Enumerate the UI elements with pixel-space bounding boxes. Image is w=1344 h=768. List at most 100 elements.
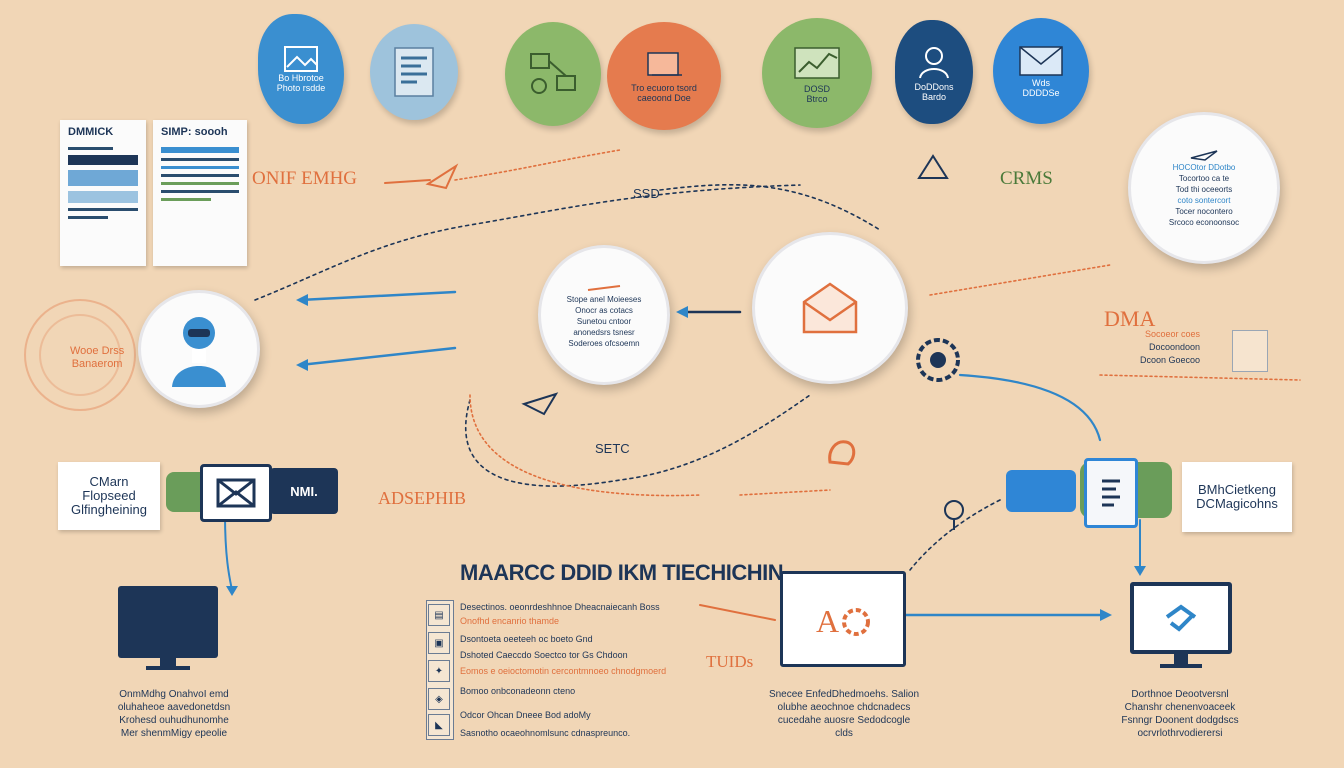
- left-monitor-base: [146, 666, 190, 670]
- top-icon-3[interactable]: [505, 22, 601, 126]
- doc-card-2-bar: [161, 198, 211, 201]
- center-monitor-screen: A: [780, 571, 906, 667]
- right-mid-line-1: Socoeor coes: [1145, 329, 1201, 339]
- bottom-left-text: OnmMdhg OnahvoI emd oluhaheoe aavedonetd…: [94, 688, 254, 740]
- right-monitor[interactable]: [1130, 582, 1232, 670]
- top-icon-4[interactable]: Tro ecuoro tsord caeoond Doe: [607, 22, 721, 130]
- doc-card-1-bar: [68, 191, 138, 203]
- list-item-6: Bomoo onbconadeonn cteno: [460, 686, 576, 696]
- top-icon-7[interactable]: Wds DDDDSe: [993, 18, 1089, 124]
- bottom-right-line-2: Chanshr chenenvoaceek: [1124, 702, 1236, 713]
- wire-orange-left: [384, 179, 431, 184]
- bottom-center-line-1: Snecee EnfedDhedmoehs. Salion: [768, 689, 920, 700]
- center-text-badge[interactable]: Stope anel Moieeses Onocr as cotacs Sune…: [538, 245, 670, 385]
- right-monitor-screen: [1130, 582, 1232, 654]
- bottom-left-line-1: OnmMdhg OnahvoI emd: [119, 689, 229, 700]
- right-mid-label: Socoeor coes Docoondoon Dcoon Goecoo: [1140, 328, 1200, 367]
- right-box-line-2: DCMagicohns: [1196, 496, 1278, 511]
- right-box-line-1: BMhCietkeng: [1197, 482, 1277, 497]
- flow-label-bottom-center: TUIDs: [706, 652, 754, 671]
- doc-card-2-bar: [161, 166, 239, 169]
- top-icon-7-caption-1: Wds: [1032, 78, 1050, 88]
- right-monitor-stand: [1174, 654, 1188, 664]
- center-badge-line-3: Sunetou cntoor: [576, 316, 632, 326]
- paperplane-icon: [1190, 150, 1218, 161]
- hand-icon: [828, 440, 856, 466]
- plane-icon-left: [425, 163, 459, 190]
- list-item-2: Onofhd encanrio thamde: [460, 616, 560, 626]
- doc-card-2-bar: [161, 147, 239, 153]
- left-info-box[interactable]: CMarn Flopseed Glfingheining: [58, 462, 160, 530]
- arrow-triangle-icon: [917, 154, 949, 179]
- list-item-5: Eomos e oeioctomotin cercontmnoeo chnodg…: [460, 666, 667, 676]
- wire-top-curve: [254, 184, 801, 301]
- top-icon-4-caption-1: Tro ecuoro tsord: [631, 83, 697, 93]
- list-icon-2: ▣: [428, 632, 450, 654]
- center-badge-line-4: anonedsrs tsnesr: [573, 327, 635, 337]
- top-icon-1-caption-1: Bo Hbrotoe: [278, 73, 324, 83]
- top-icon-1-caption-2: Photo rsdde: [276, 83, 326, 93]
- doc-card-1-bar: [68, 216, 108, 219]
- left-monitor-screen: [118, 586, 218, 658]
- mail-icon: [216, 478, 256, 508]
- right-text-badge[interactable]: HOCOtor DDotbo Tocortoo ca te Tod thi oc…: [1128, 112, 1280, 264]
- wire-left-down: [224, 514, 233, 591]
- left-monitor[interactable]: [118, 586, 218, 672]
- right-blue-pill[interactable]: [1006, 470, 1076, 512]
- doc-card-2-title: SIMP: soooh: [161, 126, 228, 138]
- flow-label-bottom-left: ADSEPHIB: [378, 488, 467, 508]
- bottom-right-line-1: Dorthnoe Deootversnl: [1131, 689, 1229, 700]
- right-badge-line-1: HOCOtor DDotbo: [1172, 163, 1236, 172]
- list-item-7: Odcor Ohcan Dneee Bod adoMy: [460, 710, 591, 720]
- person-label: Wooe Drss Banaerom: [70, 345, 124, 371]
- bottom-left-line-2: oluhaheoe aavedonetdsn: [117, 702, 231, 713]
- right-badge-line-2: Tocortoo ca te: [1178, 174, 1230, 183]
- right-monitor-base: [1160, 664, 1202, 668]
- top-icon-5-caption-1: DOSD: [803, 84, 830, 94]
- envelope-icon: [1019, 46, 1063, 76]
- doc-card-1-bar: [68, 208, 138, 211]
- right-badge-line-3: Tod thi oceeorts: [1175, 185, 1233, 194]
- left-box-line-3: Glfingheining: [71, 502, 147, 517]
- left-box-line-2: Flopseed: [82, 488, 136, 503]
- doc-card-2-bar: [161, 182, 239, 185]
- top-icon-5[interactable]: DOSD Btrco: [762, 18, 872, 128]
- wire-right-orange: [929, 264, 1111, 296]
- envelope-tag-text: NMI.: [290, 483, 318, 499]
- top-icon-7-caption-2: DDDDSe: [1022, 88, 1060, 98]
- envelope-badge[interactable]: [752, 232, 908, 384]
- bottom-center-text: Snecee EnfedDhedmoehs. Salion olubhe aeo…: [766, 688, 922, 740]
- left-box-line-1: CMarn: [89, 474, 129, 489]
- doc-card-1-bar: [68, 155, 138, 165]
- pencil-icon: [587, 284, 621, 291]
- doc-card-2[interactable]: SIMP: soooh: [153, 120, 247, 266]
- doc-card-1-bar: [68, 170, 138, 186]
- wire-right-orange-2: [1099, 374, 1301, 381]
- doc-card-1-bar: [68, 147, 113, 150]
- right-info-box[interactable]: BMhCietkeng DCMagicohns: [1182, 462, 1292, 532]
- bottom-left-line-3: Krohesd ouhudhunomhe: [119, 715, 229, 726]
- person-label-line-1: Wooe Drss: [70, 345, 125, 357]
- list-item-1: Desectinos. oeonrdeshhnoe Dheacnaiecanh …: [460, 602, 660, 612]
- center-monitor[interactable]: A: [780, 571, 906, 671]
- bottom-center-line-2: olubhe aeochnoe chdcnadecs: [777, 702, 911, 713]
- person-badge[interactable]: [138, 290, 260, 408]
- right-badge-line-4: coto sontercort: [1177, 196, 1231, 205]
- bottom-left-line-4: Mer shenmMigy epeolie: [120, 728, 228, 739]
- list-icon-1: ▤: [428, 604, 450, 626]
- bottom-list: ▤ ▣ ✦ ◈ ◣ Desectinos. oeonrdeshhnoe Dhea…: [426, 600, 696, 740]
- top-icon-4-caption-2: caeoond Doe: [637, 93, 691, 103]
- network-icon: [530, 53, 576, 94]
- top-icon-1[interactable]: Bo Hbrotoe Photo rsdde: [258, 14, 344, 124]
- main-title: MAARCC DDID IKM TIECHICHIN: [460, 560, 784, 585]
- left-envelope-pill[interactable]: [200, 464, 272, 522]
- top-icon-6[interactable]: DoDDons Bardo: [895, 20, 973, 124]
- bottom-center-line-3: cucedahe auosre Sedodcogle: [777, 715, 911, 726]
- file-icon: [1102, 479, 1120, 507]
- right-doc-pill[interactable]: [1084, 458, 1138, 528]
- top-icon-2[interactable]: [370, 24, 458, 120]
- left-navy-tag[interactable]: NMI.: [270, 468, 338, 514]
- center-badge-line-2: Onocr as cotacs: [575, 305, 633, 315]
- doc-card-1[interactable]: DMMICK: [60, 120, 146, 266]
